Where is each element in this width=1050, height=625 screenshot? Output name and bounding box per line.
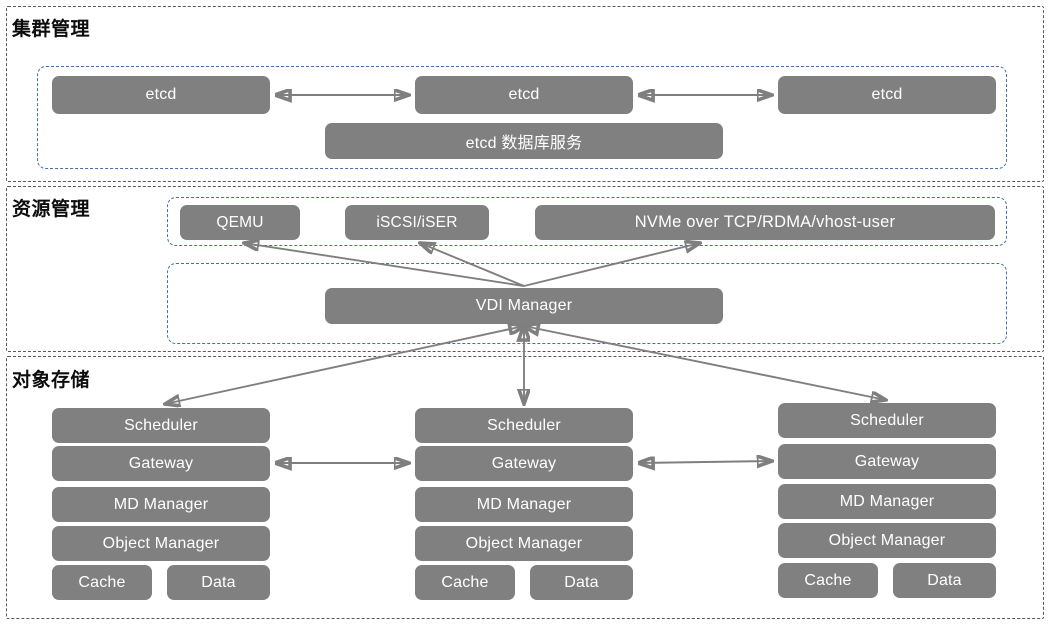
section-title-object-storage: 对象存储 bbox=[12, 370, 91, 391]
node-qemu[interactable]: QEMU bbox=[180, 205, 300, 240]
node-etcd-db-service[interactable]: etcd 数据库服务 bbox=[325, 123, 723, 159]
section-title-resource-management: 资源管理 bbox=[12, 199, 91, 220]
node-nvme-over-fabrics[interactable]: NVMe over TCP/RDMA/vhost-user bbox=[535, 205, 995, 240]
node-middle-cache[interactable]: Cache bbox=[415, 565, 515, 600]
group-etcd-cluster bbox=[37, 66, 1007, 169]
node-etcd-3[interactable]: etcd bbox=[778, 76, 996, 114]
node-left-md-manager[interactable]: MD Manager bbox=[52, 487, 270, 522]
node-left-scheduler[interactable]: Scheduler bbox=[52, 408, 270, 443]
node-right-scheduler[interactable]: Scheduler bbox=[778, 403, 996, 438]
node-right-md-manager[interactable]: MD Manager bbox=[778, 484, 996, 519]
node-right-data[interactable]: Data bbox=[893, 563, 996, 598]
node-middle-gateway[interactable]: Gateway bbox=[415, 446, 633, 481]
node-right-gateway[interactable]: Gateway bbox=[778, 444, 996, 479]
section-cluster-management bbox=[6, 6, 1044, 182]
node-left-object-manager[interactable]: Object Manager bbox=[52, 526, 270, 561]
node-left-gateway[interactable]: Gateway bbox=[52, 446, 270, 481]
node-right-cache[interactable]: Cache bbox=[778, 563, 878, 598]
node-etcd-1[interactable]: etcd bbox=[52, 76, 270, 114]
section-title-cluster-management: 集群管理 bbox=[12, 19, 91, 40]
node-middle-object-manager[interactable]: Object Manager bbox=[415, 526, 633, 561]
node-etcd-2[interactable]: etcd bbox=[415, 76, 633, 114]
node-left-cache[interactable]: Cache bbox=[52, 565, 152, 600]
node-middle-md-manager[interactable]: MD Manager bbox=[415, 487, 633, 522]
node-vdi-manager[interactable]: VDI Manager bbox=[325, 288, 723, 324]
node-left-data[interactable]: Data bbox=[167, 565, 270, 600]
node-middle-data[interactable]: Data bbox=[530, 565, 633, 600]
node-middle-scheduler[interactable]: Scheduler bbox=[415, 408, 633, 443]
node-right-object-manager[interactable]: Object Manager bbox=[778, 523, 996, 558]
node-iscsi-iser[interactable]: iSCSI/iSER bbox=[345, 205, 489, 240]
